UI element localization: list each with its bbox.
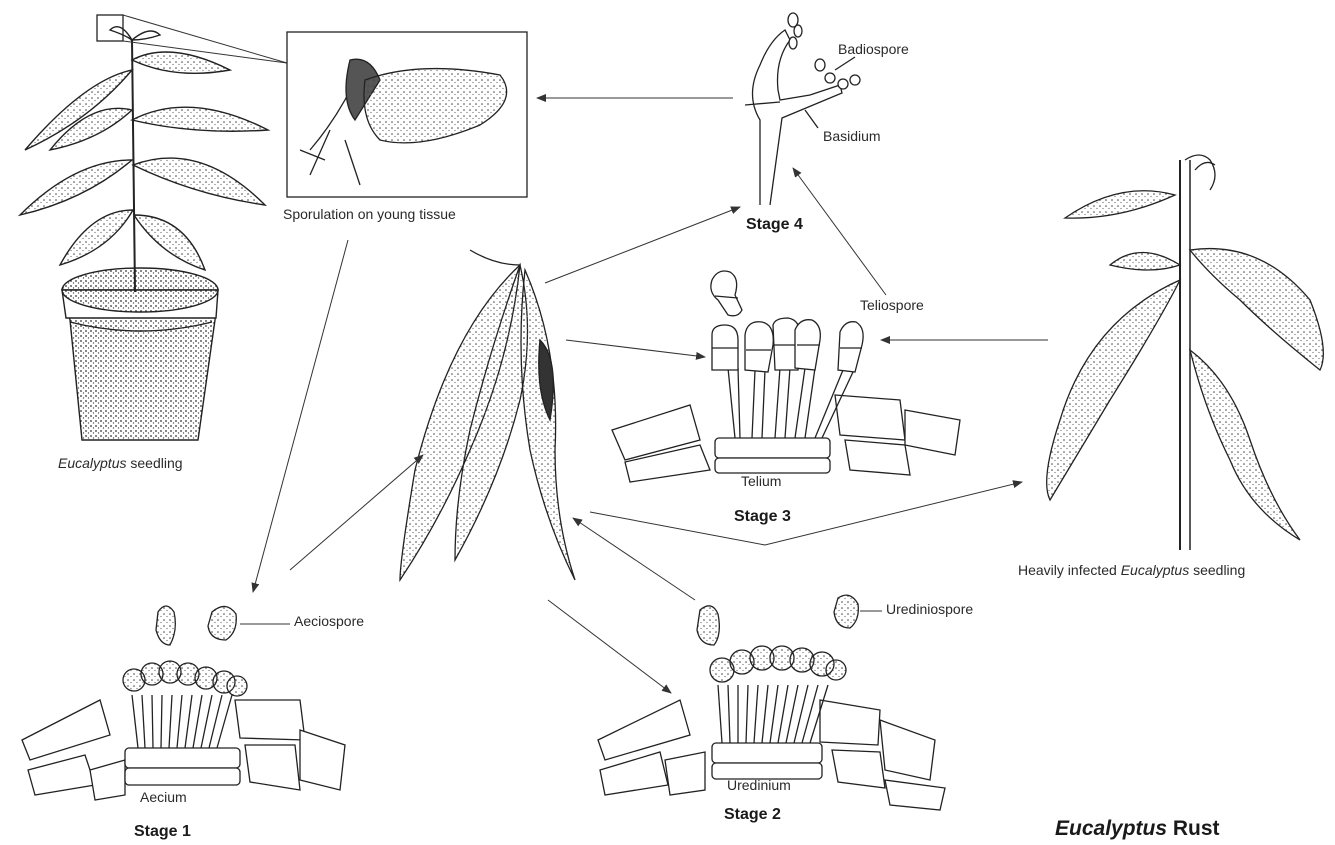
stage-3-label: Stage 3	[734, 508, 791, 526]
aeciospore-label: Aeciospore	[294, 613, 364, 629]
teliospore-label: Teliospore	[860, 297, 924, 313]
arrow-teliospore-to-basidium	[793, 168, 886, 295]
badiospore-label: Badiospore	[838, 41, 909, 57]
seedling-label: Eucalyptus seedling	[58, 455, 183, 471]
telium-label: Telium	[741, 473, 781, 489]
aecium-illustration	[22, 606, 345, 800]
potted-seedling-illustration	[20, 15, 268, 440]
arrow-urediniospore-to-leaves	[573, 518, 695, 600]
arrow-leaves-to-basidium	[545, 207, 740, 283]
arrow-leaves-to-uredinium	[548, 600, 671, 693]
arrow-leaves-to-infected-seedling	[590, 482, 1022, 545]
stage-4-label: Stage 4	[746, 216, 803, 234]
sporulation-label: Sporulation on young tissue	[283, 206, 456, 222]
urediniospore-label: Urediniospore	[886, 601, 973, 617]
arrow-young-tissue-to-aecium	[253, 240, 348, 592]
basidium-label: Basidium	[823, 128, 881, 144]
stage-2-label: Stage 2	[724, 806, 781, 824]
infected-leaves-illustration	[400, 250, 575, 580]
uredinium-label: Uredinium	[727, 777, 791, 793]
diagram-title: Eucalyptus Rust	[1055, 817, 1220, 841]
arrow-leaves-to-telium	[566, 340, 705, 357]
aecium-label: Aecium	[140, 789, 187, 805]
sporulation-inset-illustration	[287, 32, 527, 197]
heavily-infected-label: Heavily infected Eucalyptus seedling	[1018, 562, 1245, 578]
stage-1-label: Stage 1	[134, 823, 191, 841]
heavily-infected-seedling-illustration	[1047, 155, 1324, 550]
